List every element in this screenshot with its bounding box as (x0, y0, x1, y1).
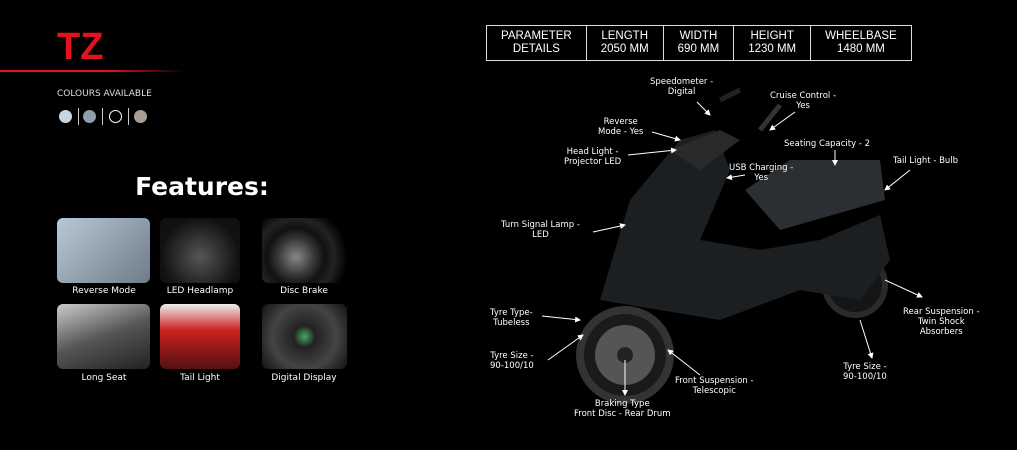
callout-turn-signal: Turn Signal Lamp -LED (501, 220, 580, 240)
feature-image-digital-display (262, 304, 347, 369)
callout-tyre-type: Tyre Type-Tubeless (490, 308, 533, 328)
feature-label: Tail Light (180, 373, 220, 383)
divider (128, 108, 129, 125)
feature-label: Digital Display (271, 373, 337, 383)
feature-image-long-seat (57, 304, 150, 369)
feature-label: LED Headlamp (166, 286, 234, 296)
colour-swatch-black[interactable] (109, 110, 122, 123)
callout-tyre-size-front: Tyre Size -90-100/10 (490, 351, 534, 371)
model-title: TZ (57, 26, 104, 68)
feature-image-tail-light (160, 304, 240, 369)
callout-head-light: Head Light -Projector LED (564, 147, 622, 167)
callout-seating-capacity: Seating Capacity - 2 (784, 139, 871, 149)
callout-cruise-control: Cruise Control -Yes (770, 91, 837, 111)
colours-label: COLOURS AVAILABLE (57, 89, 152, 99)
features-heading: Features: (135, 172, 269, 201)
feature-image-disc-brake (262, 218, 347, 283)
callout-tail-light: Tail Light - Bulb (893, 156, 959, 166)
feature-image-reverse-mode (57, 218, 150, 283)
feature-label: Reverse Mode (72, 286, 136, 296)
feature-label: Long Seat (81, 373, 127, 383)
colour-swatch-grey[interactable] (83, 110, 96, 123)
callout-speedometer: Speedometer -Digital (650, 77, 714, 97)
colour-swatch-light-blue[interactable] (59, 110, 72, 123)
feature-image-led-headlamp (160, 218, 240, 283)
colour-swatch-beige[interactable] (134, 110, 147, 123)
divider (102, 108, 103, 125)
callout-usb-charging: USB Charging -Yes (729, 163, 794, 183)
callout-tyre-size-rear: Tyre Size -90-100/10 (843, 362, 887, 382)
feature-label: Disc Brake (280, 286, 328, 296)
divider (0, 70, 185, 72)
divider (78, 108, 79, 125)
callout-front-suspension: Front Suspension -Telescopic (675, 376, 754, 396)
